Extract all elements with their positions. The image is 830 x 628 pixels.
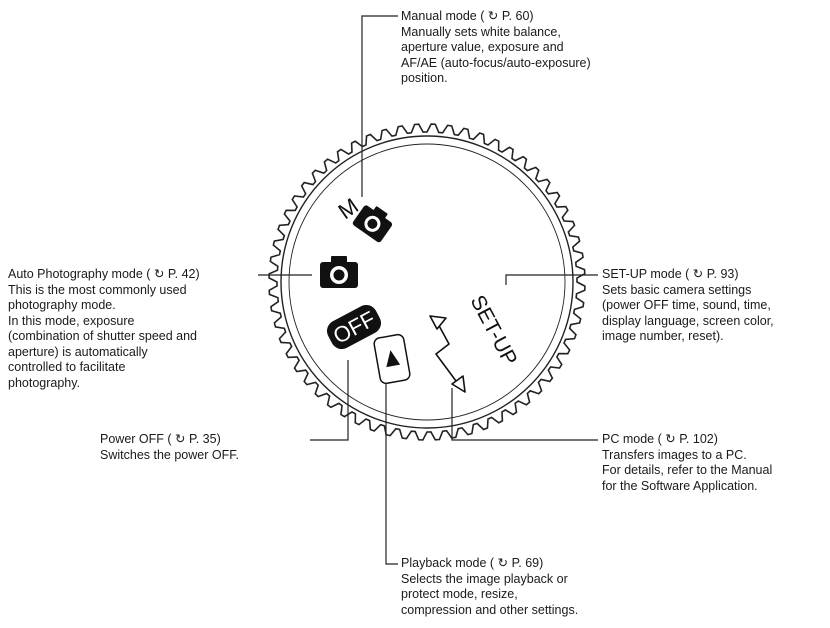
label-power-off: Power OFF ( ↻ P. 35) Switches the power …	[100, 432, 308, 463]
label-manual-mode: Manual mode ( ↻ P. 60) Manually sets whi…	[401, 9, 591, 87]
page-reference-arrows-icon: ↻	[175, 432, 186, 446]
label-auto-mode: Auto Photography mode ( ↻ P. 42) This is…	[8, 267, 200, 391]
pc-mode-title: PC mode ( ↻ P. 102)	[602, 432, 718, 446]
dial-inner-ring	[280, 135, 574, 429]
power-off-title: Power OFF ( ↻ P. 35)	[100, 432, 221, 446]
auto-mode-title: Auto Photography mode ( ↻ P. 42)	[8, 267, 200, 281]
pc-mode-description: Transfers images to a PC. For details, r…	[602, 447, 773, 493]
page-reference-arrows-icon: ↻	[487, 9, 499, 23]
playback-mode-title: Playback mode ( ↻ P. 69)	[401, 556, 544, 570]
dial-knurled-edge	[268, 123, 586, 441]
playback-icon	[373, 333, 411, 385]
power-off-description: Switches the power OFF.	[100, 447, 239, 462]
page-reference-arrows-icon: ↻	[153, 267, 165, 281]
dial-inner-ring-2	[288, 143, 566, 421]
label-playback-mode: Playback mode ( ↻ P. 69) Selects the ima…	[401, 556, 578, 618]
leader-power	[310, 360, 349, 441]
page-reference-arrows-icon: ↻	[665, 432, 676, 446]
label-setup-mode: SET-UP mode ( ↻ P. 93) Sets basic camera…	[602, 267, 774, 345]
page-reference-arrows-icon: ↻	[692, 267, 704, 281]
auto-mode-description: This is the most commonly used photograp…	[8, 282, 198, 390]
leader-manual	[361, 15, 398, 197]
playback-mode-description: Selects the image playback or protect mo…	[401, 571, 579, 617]
leader-lines	[258, 15, 598, 565]
manual-mode-description: Manually sets white balance, aperture va…	[401, 24, 591, 86]
setup-mode-description: Sets basic camera settings (power OFF ti…	[602, 282, 774, 344]
page-reference-arrows-icon: ↻	[497, 556, 509, 570]
manual-camera-icon	[352, 205, 393, 243]
pc-zigzag-icon	[429, 315, 466, 393]
label-pc-mode: PC mode ( ↻ P. 102) Transfers images to …	[602, 432, 772, 494]
leader-playback	[385, 384, 398, 565]
auto-camera-icon	[320, 256, 358, 288]
dial-setup-text: SET-UP	[466, 292, 522, 370]
leader-pc	[451, 388, 598, 441]
setup-mode-title: SET-UP mode ( ↻ P. 93)	[602, 267, 739, 281]
manual-mode-title: Manual mode ( ↻ P. 60)	[401, 9, 534, 23]
leader-setup	[505, 274, 598, 285]
